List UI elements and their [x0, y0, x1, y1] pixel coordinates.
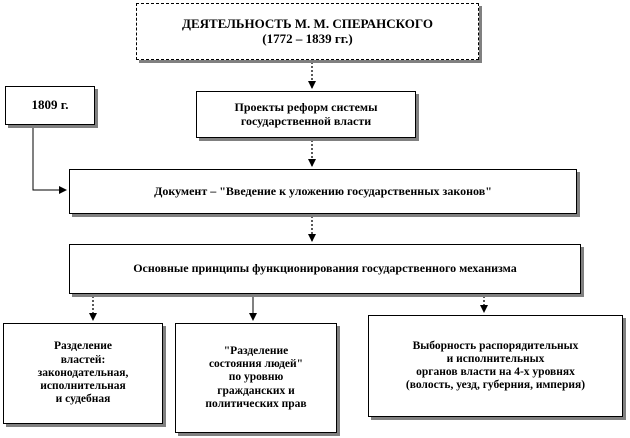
projects-line-1: Проекты реформ системы: [234, 99, 378, 114]
principle-3-line-1: Выборность распорядительных: [412, 339, 579, 352]
principle-2-line-5: политических прав: [205, 397, 307, 410]
principle-2-line-2: состояния людей": [208, 358, 304, 371]
principle-1-line-2: властей:: [60, 353, 106, 366]
principle-1-line-3: законодательная,: [37, 366, 129, 379]
principle-3-line-3: органов власти на 4-х уровнях: [416, 366, 575, 378]
principle-3-line-4: (волость, уезд, губерния, империя): [405, 379, 586, 392]
projects-line-2: государственной власти: [240, 113, 372, 128]
year-box: 1809 г.: [5, 86, 95, 125]
arrow-year-to-document: [32, 126, 67, 194]
principle-elected-authorities: Выборность распорядительных и исполнител…: [368, 315, 623, 417]
principle-3-line-2: и исполнительных: [446, 352, 545, 365]
principle-2-line-1: "Разделение: [223, 344, 289, 357]
principles-box: Основные принципы функционирования госуд…: [69, 244, 581, 294]
principle-1-line-5: и судебная: [55, 393, 111, 406]
title-box: ДЕЯТЕЛЬНОСТЬ М. М. СПЕРАНСКОГО (1772 – 1…: [136, 3, 479, 60]
principle-separation-of-estates: "Разделение состояния людей" по уровню г…: [175, 323, 337, 433]
principle-2-line-4: гражданских и: [217, 384, 295, 397]
principle-1-line-4: исполнительная: [40, 380, 126, 393]
title-line-2: (1772 – 1839 гг.): [262, 30, 353, 46]
principle-separation-of-powers: Разделение властей: законодательная, исп…: [3, 323, 163, 424]
principles-label: Основные принципы функционирования госуд…: [133, 261, 517, 276]
principle-2-line-3: по уровню: [228, 371, 284, 384]
title-line-1: ДЕЯТЕЛЬНОСТЬ М. М. СПЕРАНСКОГО: [182, 15, 433, 31]
year-label: 1809 г.: [31, 97, 69, 113]
principle-1-line-1: Разделение: [53, 340, 113, 353]
projects-box: Проекты реформ системы государственной в…: [196, 91, 416, 138]
document-box: Документ – "Введение к уложению государс…: [69, 169, 577, 214]
document-label: Документ – "Введение к уложению государс…: [154, 183, 492, 198]
